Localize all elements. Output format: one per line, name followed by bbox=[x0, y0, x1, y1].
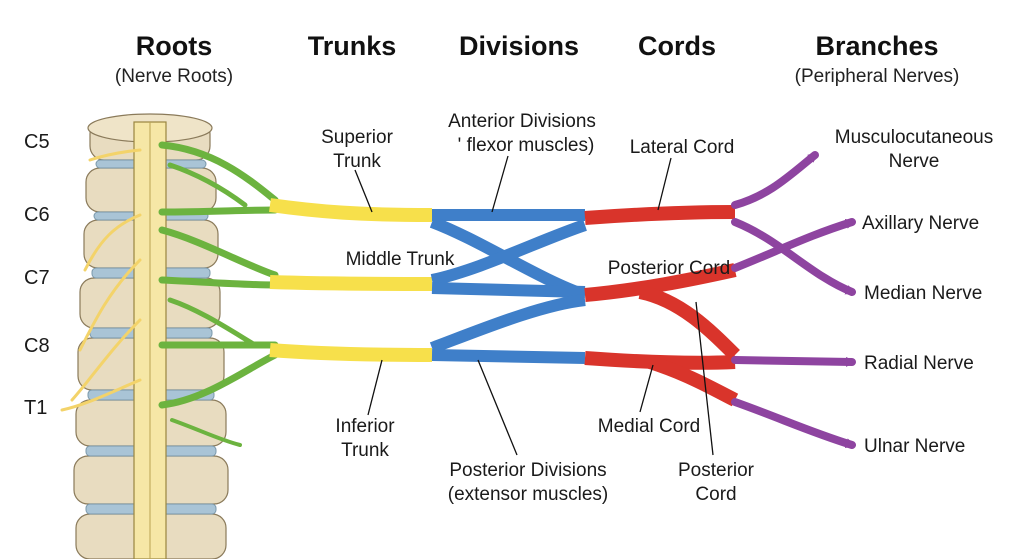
label-radial: Radial Nerve bbox=[864, 353, 974, 374]
divisions bbox=[429, 209, 587, 364]
label-ulnar: Ulnar Nerve bbox=[864, 436, 965, 457]
division-inferior-anterior bbox=[431, 349, 586, 364]
label-lateral-cord: Lateral Cord bbox=[630, 137, 735, 158]
rootlet-c7 bbox=[78, 258, 142, 352]
structure-labels: Superior Trunk Middle Trunk Inferior Tru… bbox=[321, 111, 755, 505]
label-posterior-cord-bottom-2: Cord bbox=[695, 484, 736, 505]
root-c6-lower bbox=[158, 226, 279, 279]
trunks bbox=[269, 198, 433, 362]
label-musculocutaneous-2: Nerve bbox=[889, 151, 940, 172]
lateral-cord bbox=[584, 205, 736, 225]
branch-labels: Musculocutaneous Nerve Axillary Nerve Me… bbox=[835, 127, 993, 457]
division-inferior-posterior bbox=[429, 294, 586, 354]
header-roots-subtitle: (Nerve Roots) bbox=[115, 66, 233, 87]
root-extra-1 bbox=[167, 162, 248, 208]
root-extra-2 bbox=[167, 297, 258, 348]
rootlet-c6 bbox=[83, 213, 142, 272]
branch-ulnar bbox=[731, 398, 856, 449]
superior-trunk bbox=[269, 198, 433, 222]
label-superior-trunk-2: Trunk bbox=[333, 151, 381, 172]
level-c6: C6 bbox=[24, 204, 50, 226]
rootlet-t1 bbox=[60, 378, 142, 412]
header-branches-subtitle: (Peripheral Nerves) bbox=[795, 66, 960, 87]
header-branches: Branches bbox=[815, 31, 938, 61]
leader-anterior-divisions bbox=[491, 155, 509, 213]
branch-radial bbox=[731, 356, 856, 367]
label-anterior-divisions-1: Anterior Divisions bbox=[448, 111, 596, 132]
level-c7: C7 bbox=[24, 267, 50, 289]
branch-median bbox=[731, 218, 856, 296]
label-middle-trunk: Middle Trunk bbox=[346, 249, 455, 270]
posterior-cord bbox=[584, 263, 737, 302]
label-median: Median Nerve bbox=[864, 283, 982, 304]
rootlet-c8 bbox=[70, 318, 142, 402]
root-extra-3 bbox=[170, 418, 242, 447]
middle-trunk bbox=[269, 275, 433, 291]
label-posterior-cord-mid: Posterior Cord bbox=[608, 258, 731, 279]
leader-lateral-cord bbox=[657, 157, 672, 211]
leader-inferior-trunk bbox=[367, 359, 383, 416]
label-inferior-trunk-2: Trunk bbox=[341, 440, 389, 461]
label-superior-trunk-1: Superior bbox=[321, 127, 393, 148]
label-inferior-trunk-1: Inferior bbox=[335, 416, 395, 437]
level-c5: C5 bbox=[24, 131, 50, 153]
cords bbox=[584, 205, 740, 407]
leader-posterior-cord bbox=[695, 301, 714, 456]
label-posterior-divisions-1: Posterior Divisions bbox=[449, 460, 606, 481]
level-c8: C8 bbox=[24, 335, 50, 357]
label-posterior-divisions-2: (extensor muscles) bbox=[448, 484, 609, 505]
root-c7 bbox=[158, 276, 279, 289]
label-medial-cord: Medial Cord bbox=[598, 416, 700, 437]
header-divisions: Divisions bbox=[459, 31, 579, 61]
level-t1: T1 bbox=[24, 397, 47, 419]
leader-lines bbox=[354, 155, 714, 456]
label-musculocutaneous-1: Musculocutaneous bbox=[835, 127, 993, 148]
label-axillary: Axillary Nerve bbox=[862, 213, 979, 234]
root-c5 bbox=[158, 141, 279, 204]
division-middle-anterior bbox=[430, 219, 587, 286]
root-t1 bbox=[158, 351, 279, 409]
branch-axillary bbox=[731, 218, 856, 272]
posterior-cord-lower bbox=[638, 285, 740, 360]
rootlets bbox=[60, 148, 142, 412]
leader-posterior-divisions bbox=[477, 359, 518, 456]
branches bbox=[731, 151, 856, 449]
column-headers: Roots (Nerve Roots) Trunks Divisions Cor… bbox=[115, 31, 959, 87]
header-trunks: Trunks bbox=[308, 31, 397, 61]
root-level-labels: C5 C6 C7 C8 T1 bbox=[24, 131, 50, 419]
label-posterior-cord-bottom-1: Posterior bbox=[678, 460, 755, 481]
inferior-trunk bbox=[269, 343, 433, 362]
nerve-pathways bbox=[60, 141, 856, 449]
root-c6 bbox=[158, 206, 279, 216]
spinal-column bbox=[73, 113, 229, 559]
rootlet-c5 bbox=[88, 148, 142, 162]
medial-cord-lower bbox=[647, 355, 739, 407]
roots bbox=[158, 141, 279, 447]
header-cords: Cords bbox=[638, 31, 716, 61]
branch-musculocutaneous bbox=[731, 151, 819, 209]
leader-medial-cord bbox=[639, 364, 654, 413]
label-anterior-divisions-2: ' flexor muscles) bbox=[458, 135, 595, 156]
leader-superior-trunk bbox=[354, 169, 373, 213]
division-middle-posterior bbox=[431, 282, 586, 298]
header-roots: Roots bbox=[136, 31, 213, 61]
